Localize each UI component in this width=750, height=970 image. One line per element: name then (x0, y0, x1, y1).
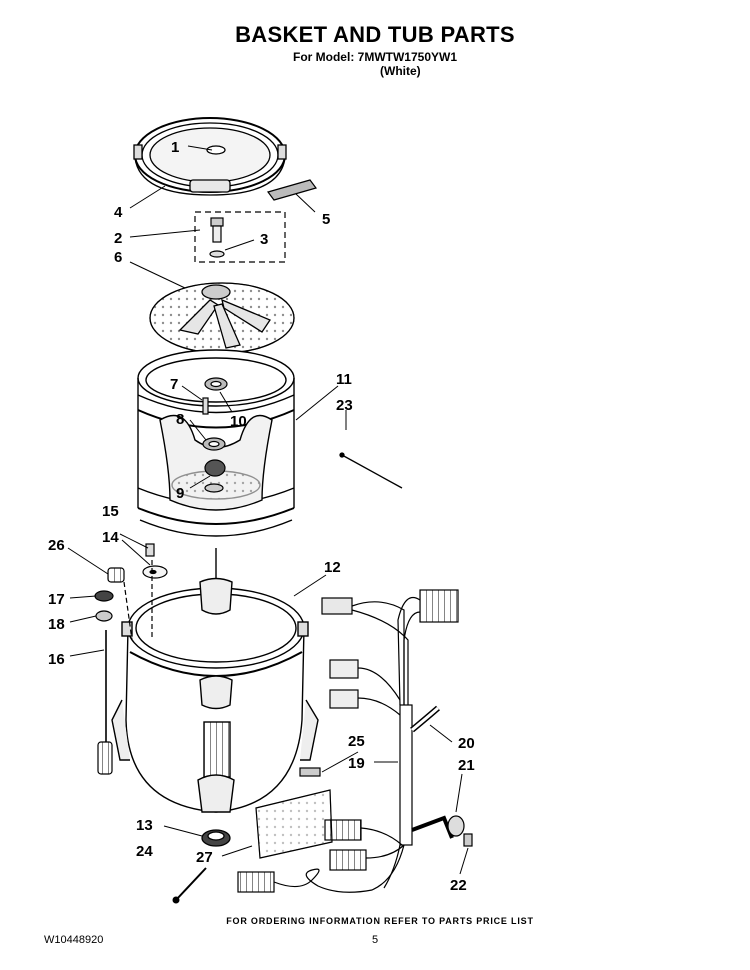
callout-3: 3 (260, 231, 268, 248)
document-id: W10448920 (44, 934, 104, 946)
callout-13: 13 (136, 817, 153, 834)
seal-part-13 (201, 829, 231, 847)
page-title: BASKET AND TUB PARTS (235, 22, 515, 47)
callout-25: 25 (348, 733, 365, 750)
callout-26: 26 (48, 537, 65, 554)
rod-part-23 (339, 452, 403, 489)
callout-8: 8 (176, 411, 184, 428)
callout-2: 2 (114, 230, 122, 247)
suspension-rod-assembly (94, 543, 168, 775)
callout-21: 21 (458, 757, 475, 774)
seal-strip-part (266, 179, 318, 201)
callout-15: 15 (102, 503, 119, 520)
callout-9: 9 (176, 485, 184, 502)
hub-bolt-group (194, 211, 286, 263)
callout-23: 23 (336, 397, 353, 414)
callout-1: 1 (171, 139, 179, 156)
callout-22: 22 (450, 877, 467, 894)
callout-4: 4 (114, 204, 123, 221)
model-line: For Model: 7MWTW1750YW1 (292, 50, 457, 64)
callout-17: 17 (48, 591, 65, 608)
color-line: (White) (380, 64, 421, 78)
callout-6: 6 (114, 249, 122, 266)
callout-24: 24 (136, 843, 153, 860)
callout-18: 18 (48, 616, 65, 633)
callout-12: 12 (324, 559, 341, 576)
wire-harness-assembly (237, 589, 473, 893)
page-number: 5 (372, 934, 379, 946)
outer-tub-part (111, 548, 319, 813)
callout-16: 16 (48, 651, 65, 668)
callout-27: 27 (196, 849, 213, 866)
callout-7: 7 (170, 376, 178, 393)
callout-labels: 1 2 3 4 5 6 7 8 9 10 11 12 13 14 15 16 1… (48, 139, 475, 894)
callout-14: 14 (102, 529, 119, 546)
callout-10: 10 (230, 413, 247, 430)
rod-part-24 (172, 867, 207, 904)
callout-20: 20 (458, 735, 475, 752)
callout-11: 11 (336, 371, 352, 388)
callout-leader-lines (67, 145, 469, 875)
callout-19: 19 (348, 755, 365, 772)
basket-hub-parts (202, 377, 228, 493)
ordering-note: FOR ORDERING INFORMATION REFER TO PARTS … (226, 916, 534, 926)
impeller-part (149, 282, 295, 354)
callout-5: 5 (322, 211, 330, 228)
tub-ring-part (133, 117, 287, 196)
